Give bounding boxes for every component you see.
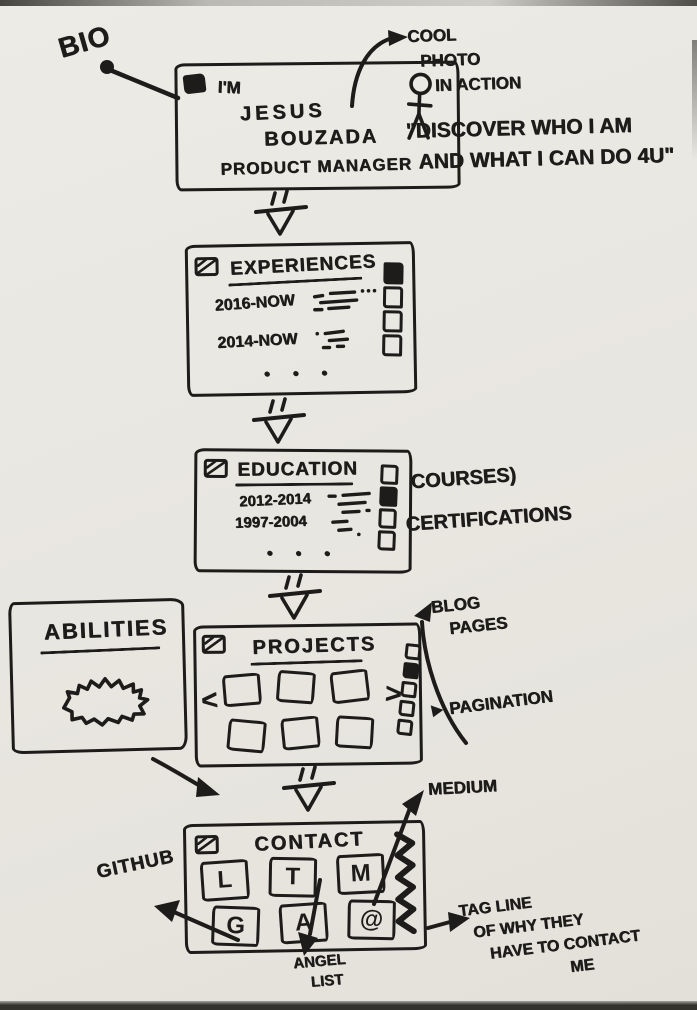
period-label: 2012-2014: [238, 490, 312, 511]
photo-note: COOL PHOTO IN ACTION: [407, 20, 522, 99]
scribble-text-icon: [315, 329, 350, 350]
period-label: 2016-NOW: [214, 292, 296, 315]
bio-pointer-line-icon: [100, 60, 181, 101]
medium-note: MEDIUM: [427, 776, 498, 799]
github-arrow-icon: [154, 900, 240, 942]
flow-down-icon: [252, 397, 306, 444]
flow-down-icon: [282, 765, 336, 812]
project-thumbnail: [221, 672, 263, 708]
education-side-note: COURSES) CERTIFICATIONS: [401, 450, 573, 545]
bio-quote: "DISCOVER WHO I AM AND WHAT I CAN DO 4U": [405, 108, 697, 178]
section-logo-icon: [203, 458, 228, 478]
photo-note-line: IN ACTION: [434, 73, 522, 96]
bio-intro-text: I'M: [217, 77, 241, 98]
tagline-arrow-icon: [426, 912, 470, 932]
bio-card: I'M JESUS BOUZADA PRODUCT MANAGER: [174, 60, 461, 192]
photo-edge-right: [692, 40, 697, 160]
project-thumbnail: [275, 669, 317, 705]
flow-down-icon: [268, 573, 322, 620]
abilities-title: ABILITIES: [43, 614, 169, 645]
scribble-text-icon: [312, 288, 377, 312]
bio-role: PRODUCT MANAGER: [220, 154, 413, 179]
blog-note-arrow-icon: [414, 602, 468, 745]
section-logo-icon: [194, 835, 219, 855]
photo-edge-top: [0, 0, 697, 6]
photo-edge-bottom: [0, 1001, 697, 1010]
more-items-dots: • • •: [263, 363, 337, 384]
period-label: 2014-NOW: [216, 330, 298, 352]
carousel-prev-arrow: <: [199, 683, 219, 717]
section-logo-icon: [201, 634, 226, 654]
zigzag-ribbon-icon: [394, 831, 417, 935]
education-title: EDUCATION: [237, 458, 358, 481]
tile-letter: L: [216, 865, 234, 894]
bio-first-name: JESUS: [239, 99, 326, 126]
medium-arrow-icon: [372, 790, 424, 906]
contact-title: CONTACT: [253, 828, 365, 856]
project-thumbnail: [329, 668, 371, 705]
period-label: 1997-2004: [234, 512, 307, 532]
abilities-card: ABILITIES: [8, 597, 188, 755]
education-card: EDUCATION 2012-2014 1997-2004 • • •: [193, 448, 413, 574]
experiences-card: EXPERIENCES 2016-NOW 2014-NOW • • •: [184, 241, 418, 397]
title-underline: [235, 482, 354, 487]
triangle-bullet-icon: [430, 705, 444, 718]
photo-note-arrow-icon: [350, 30, 408, 108]
projects-title: PROJECTS: [251, 632, 377, 659]
more-items-dots: • • •: [266, 543, 340, 564]
flow-down-icon: [254, 189, 308, 236]
skills-blob-icon: [62, 677, 150, 727]
logo-icon: [182, 73, 207, 95]
title-underline: [250, 659, 363, 666]
project-thumbnail: [280, 715, 322, 751]
abilities-pointer-arrow-icon: [151, 757, 220, 797]
photo-note-line: PHOTO: [419, 49, 481, 71]
list-scrollbar-icon: [382, 262, 404, 357]
angellist-note-line: LIST: [310, 971, 344, 991]
project-thumbnail: [334, 715, 375, 750]
project-thumbnail: [226, 718, 267, 754]
tile-letter: @: [359, 905, 384, 934]
stick-figure-icon: [406, 72, 433, 140]
pagination-note: PAGINATION: [429, 687, 554, 722]
list-scrollbar-icon: [377, 464, 399, 551]
projects-card: PROJECTS < >: [193, 622, 423, 768]
blog-note: BLOG PAGES: [430, 588, 509, 642]
scribble-text-icon: [327, 491, 371, 537]
angellist-arrow-icon: [298, 878, 322, 956]
bio-last-name: BOUZADA: [263, 125, 379, 151]
contact-card: CONTACT L T M G A @: [182, 819, 428, 955]
title-underline: [40, 646, 161, 655]
section-logo-icon: [194, 256, 219, 277]
